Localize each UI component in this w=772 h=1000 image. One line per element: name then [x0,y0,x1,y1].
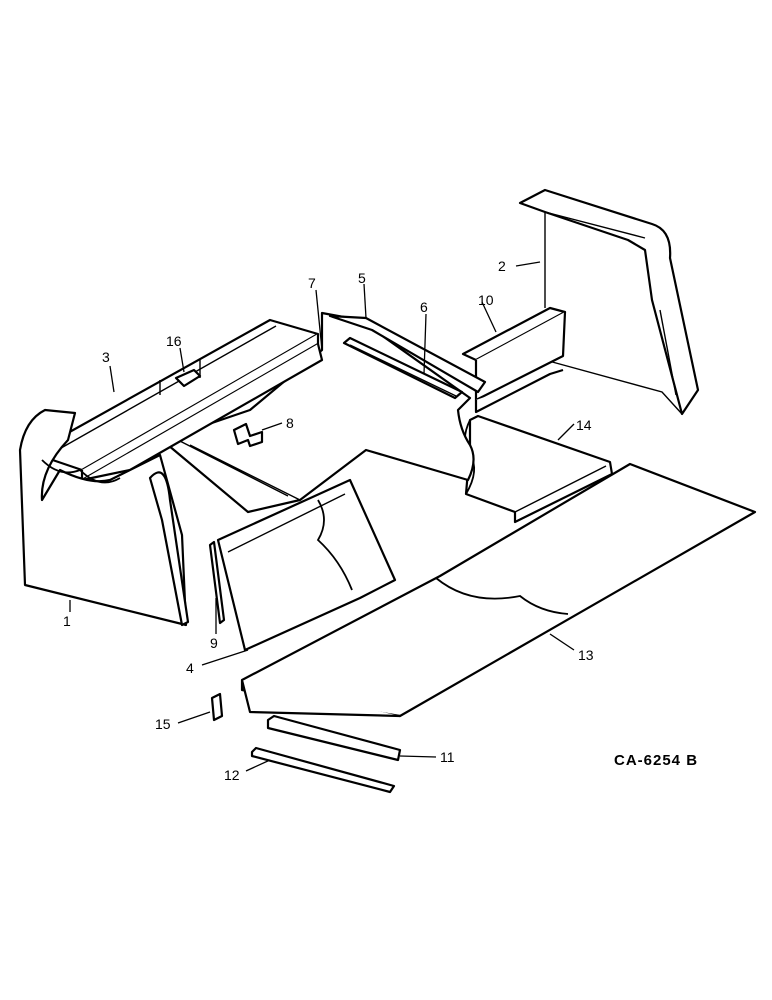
leader-5 [363,283,367,319]
leader-8 [261,422,283,431]
callout-2: 2 [498,258,506,274]
callout-14: 14 [576,417,592,433]
callout-5: 5 [358,270,366,286]
callout-15: 15 [155,716,171,732]
leader-10 [481,301,497,333]
part-9-strip [208,540,226,625]
leader-4 [201,649,249,666]
leader-11 [399,755,437,758]
part-8-bracket [232,422,264,448]
leader-16 [179,347,185,373]
callout-10: 10 [478,292,494,308]
callout-6: 6 [420,299,428,315]
part-4-access-panel [216,478,397,652]
part-12-bar [250,746,396,794]
leader-14 [557,423,575,441]
callout-13: 13 [578,647,594,663]
callout-3: 3 [102,349,110,365]
drawing-code: CA-6254 B [614,752,698,769]
leader-2 [515,261,541,267]
part-5-edge [328,314,487,394]
leader-3 [109,365,115,393]
callout-8: 8 [286,415,294,431]
part-10-bracket [461,306,567,414]
part-11-strip [266,714,402,762]
part-6-hinge-strip [342,336,464,400]
leader-15 [177,711,211,724]
part-1-left-panel [18,408,190,627]
callout-7: 7 [308,275,316,291]
part-3-rail-assembly [30,318,324,482]
leader-7 [315,289,323,351]
part-16-clip [174,368,202,388]
callout-12: 12 [224,767,240,783]
part-15-pin [210,692,224,722]
callout-4: 4 [186,660,194,676]
part-13-floor-plate [240,462,757,718]
leader-lines [69,261,575,772]
callout-11: 11 [440,749,455,765]
callout-1: 1 [63,613,71,629]
part-2-rear-panel [518,188,700,416]
leader-12 [245,759,271,772]
leader-6 [423,313,427,375]
callout-labels: 1 2 3 4 5 6 7 8 9 10 11 12 13 14 15 16 [63,258,594,783]
leader-13 [549,633,575,651]
callout-16: 16 [166,333,182,349]
callout-9: 9 [210,635,218,651]
